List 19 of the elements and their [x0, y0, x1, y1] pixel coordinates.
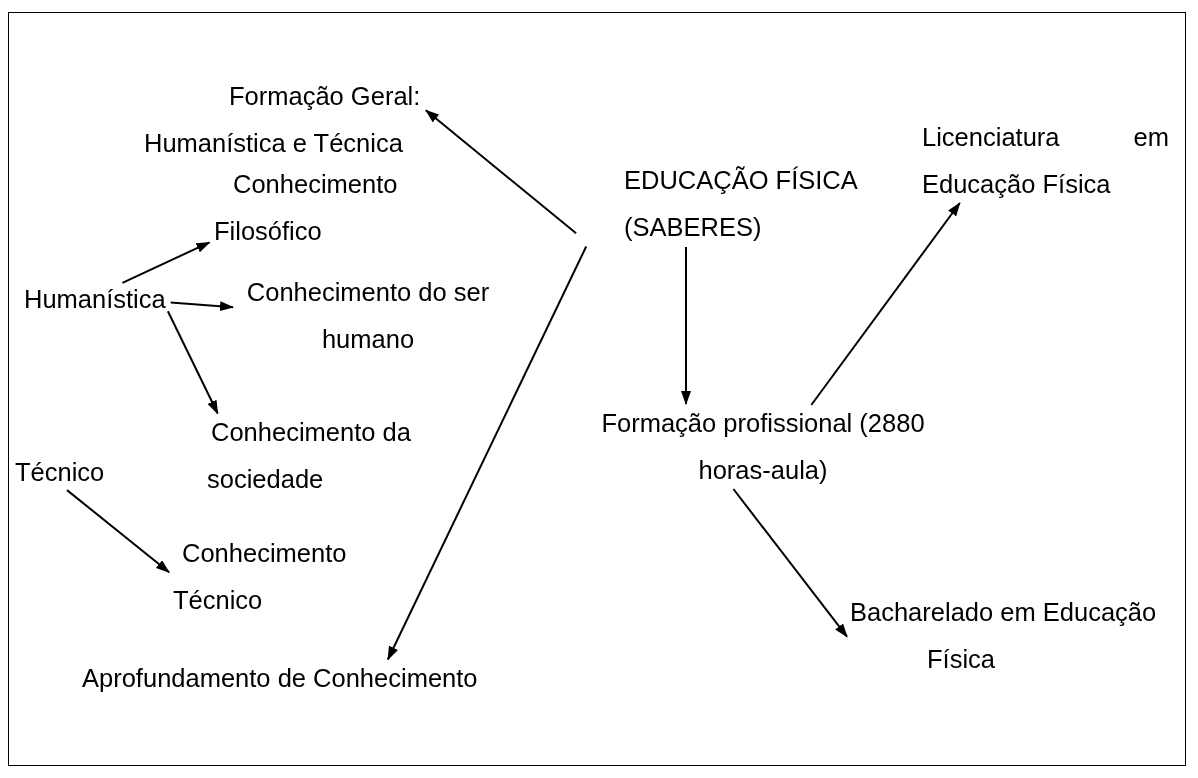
concept-label: Licenciatura em Educação Física [922, 114, 1169, 208]
concept-label: Humanística [24, 276, 166, 323]
arrow [66, 489, 171, 574]
concept-label: Formação profissional (2880 horas-aula) [588, 400, 938, 494]
arrow [732, 488, 848, 638]
arrow [810, 202, 961, 406]
concept-label: Conhecimento da sociedade [207, 409, 427, 503]
arrow [166, 310, 219, 415]
concept-label: Conhecimento do ser humano [238, 269, 498, 363]
concept-label: Conhecimento Técnico [173, 530, 363, 624]
arrow [169, 301, 234, 312]
arrow [121, 241, 211, 284]
concept-label: Aprofundamento de Conhecimento [82, 655, 478, 702]
concept-label: EDUCAÇÃO FÍSICA (SABERES) [580, 157, 880, 251]
concept-label: Bacharelado em Educação Física [850, 589, 1180, 683]
arrow [681, 246, 691, 405]
arrow [386, 245, 588, 661]
concept-label: Técnico [15, 449, 105, 496]
arrow [424, 109, 578, 235]
